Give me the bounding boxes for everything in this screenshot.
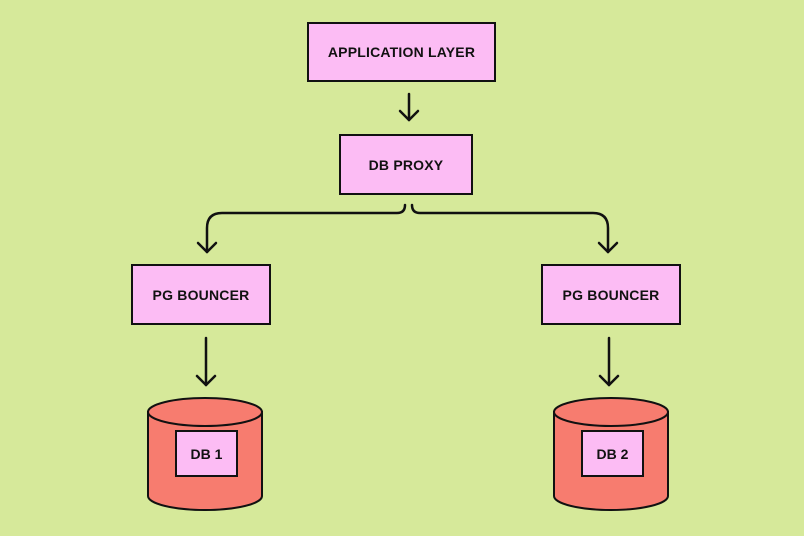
db2-label: DB 2 [596,445,629,462]
arrowhead-to-left-bouncer [196,241,218,254]
db1-label: DB 1 [190,445,223,462]
db2-label-box: DB 2 [581,430,644,477]
application-layer-label: APPLICATION LAYER [327,44,476,60]
db-proxy-box: DB PROXY [339,134,473,195]
arrow-bouncer-to-db2 [598,336,620,387]
db1-label-box: DB 1 [175,430,238,477]
pg-bouncer-left-box: PG BOUNCER [131,264,271,325]
pg-bouncer-right-box: PG BOUNCER [541,264,681,325]
arrow-bouncer-to-db1 [195,336,217,387]
application-layer-box: APPLICATION LAYER [307,22,496,82]
split-connector [205,203,610,254]
pg-bouncer-left-label: PG BOUNCER [152,286,250,303]
arrowhead-to-right-bouncer [597,241,619,254]
arrow-application-to-proxy [398,92,420,122]
db-proxy-label: DB PROXY [368,156,444,173]
pg-bouncer-right-label: PG BOUNCER [562,286,660,303]
